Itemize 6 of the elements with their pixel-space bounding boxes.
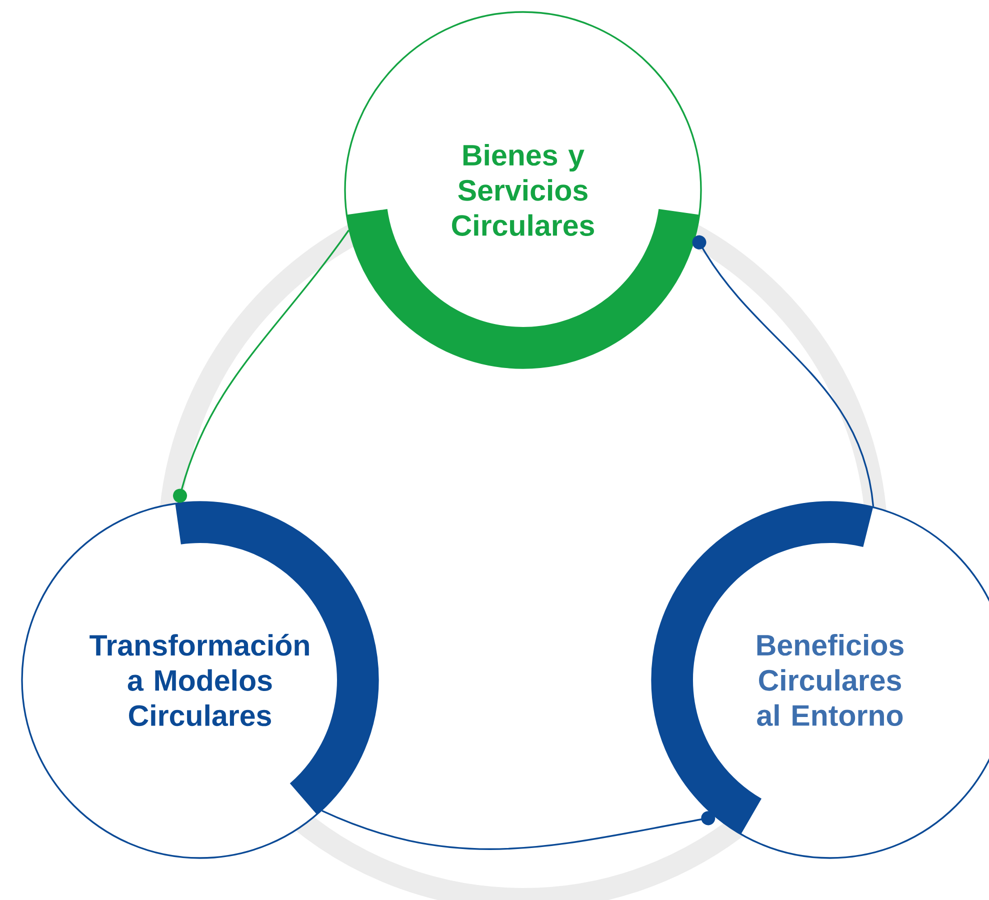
circle-node: Bienes y Servicios Circulares <box>344 11 702 369</box>
connector-line <box>322 810 716 850</box>
connector-line <box>692 235 874 507</box>
circle-node: Beneficios Circulares al Entorno <box>651 501 989 859</box>
connector-line <box>173 230 350 503</box>
circle-node: Transformación a Modelos Circulares <box>21 501 379 859</box>
